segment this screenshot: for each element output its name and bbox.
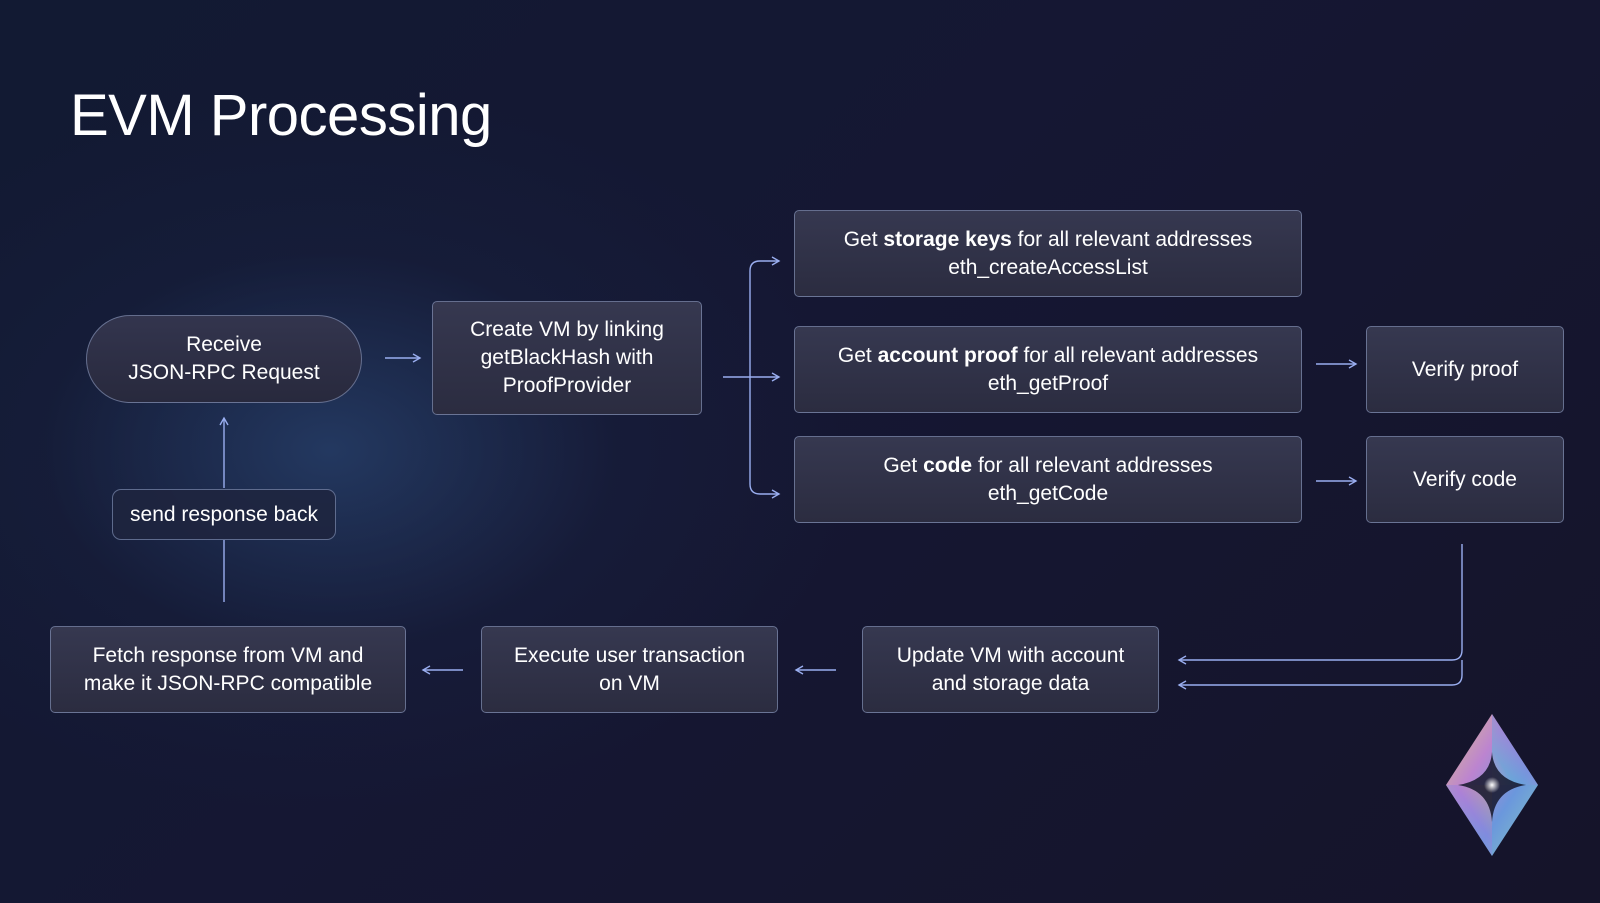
update-vm-node: Update VM with account and storage data — [862, 626, 1159, 713]
code-method: eth_getCode — [987, 481, 1109, 505]
code-pre: Get — [883, 453, 924, 477]
account-proof-description: Get account proof for all relevant addre… — [838, 342, 1258, 370]
account-proof-post: for all relevant addresses — [1017, 343, 1259, 367]
verify-proof-node: Verify proof — [1366, 326, 1564, 413]
storage-keys-pre: Get — [843, 227, 884, 251]
storage-keys-bold: storage keys — [883, 227, 1012, 251]
create-vm-node: Create VM by linking getBlackHash with P… — [432, 301, 702, 415]
fetch-line-2: make it JSON-RPC compatible — [83, 671, 373, 695]
branch-to-storage — [749, 256, 781, 377]
create-vm-line-1: Create VM by linking — [470, 318, 664, 341]
fetch-line-1: Fetch response from VM and — [92, 643, 364, 667]
create-vm-line-3: ProofProvider — [502, 374, 632, 397]
receive-line-1: Receive — [186, 333, 262, 356]
send-response-text: send response back — [130, 502, 318, 526]
storage-keys-post: for all relevant addresses — [1011, 227, 1253, 251]
storage-keys-method: eth_createAccessList — [948, 255, 1148, 279]
account-proof-method: eth_getProof — [987, 371, 1109, 395]
verify-proof-label: Verify proof — [1411, 357, 1519, 381]
update-vm-line-1: Update VM with account — [896, 643, 1125, 667]
account-proof-node: Get account proof for all relevant addre… — [794, 326, 1302, 413]
return-line-inner — [1177, 660, 1463, 690]
verify-code-node: Verify code — [1366, 436, 1564, 523]
page-title: EVM Processing — [70, 83, 492, 148]
create-vm-line-2: getBlackHash with — [480, 346, 654, 369]
account-proof-pre: Get — [837, 343, 878, 367]
return-line-outer — [1177, 544, 1463, 665]
ethereum-diamond-icon — [1446, 714, 1538, 856]
send-response-back-label: send response back — [112, 489, 336, 540]
account-proof-bold: account proof — [877, 343, 1018, 367]
fetch-response-node: Fetch response from VM and make it JSON-… — [50, 626, 406, 713]
code-post: for all relevant addresses — [972, 453, 1213, 477]
update-vm-line-2: and storage data — [931, 671, 1090, 695]
execute-transaction-node: Execute user transaction on VM — [481, 626, 778, 713]
execute-line-2: on VM — [599, 671, 660, 695]
storage-keys-node: Get storage keys for all relevant addres… — [794, 210, 1302, 297]
code-node: Get code for all relevant addresses eth_… — [794, 436, 1302, 523]
verify-code-label: Verify code — [1413, 467, 1517, 491]
code-bold: code — [923, 453, 973, 477]
branch-to-code — [749, 377, 781, 499]
execute-line-1: Execute user transaction — [513, 643, 746, 667]
code-description: Get code for all relevant addresses — [883, 452, 1212, 480]
storage-keys-description: Get storage keys for all relevant addres… — [844, 226, 1253, 254]
receive-request-node: Receive JSON-RPC Request — [86, 315, 362, 403]
receive-line-2: JSON-RPC Request — [128, 361, 320, 384]
